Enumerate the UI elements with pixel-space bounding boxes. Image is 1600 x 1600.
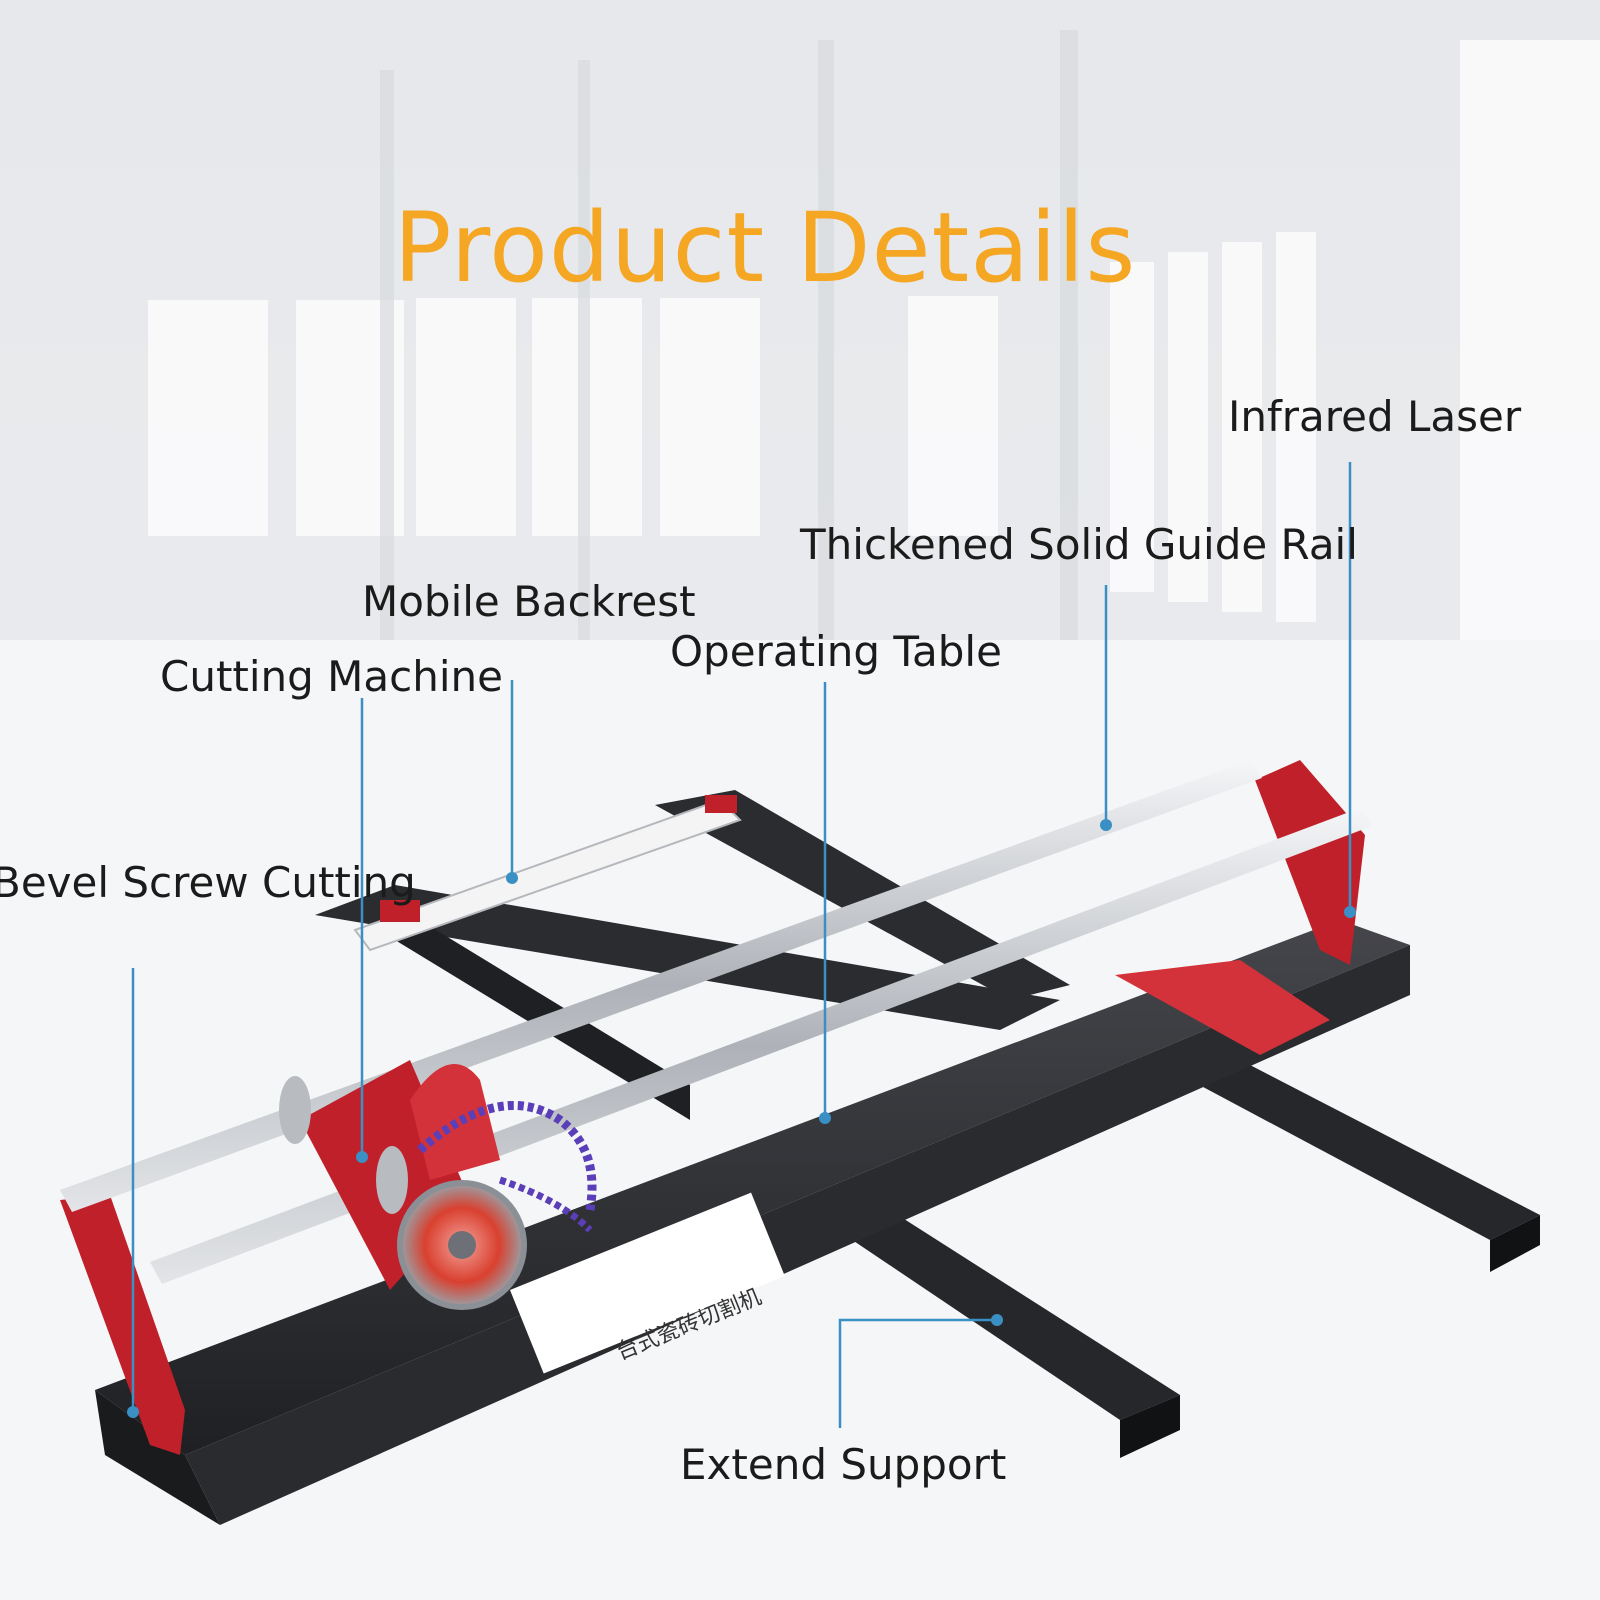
label-operating-table: Operating Table (670, 627, 1002, 676)
callout-dot-infrared-laser (1344, 906, 1356, 918)
callout-dot-operating-table (819, 1112, 831, 1124)
callout-dots (127, 819, 1356, 1418)
callout-dot-extend-support (991, 1314, 1003, 1326)
operating-table-body (95, 920, 1410, 1525)
callout-dot-mobile-backrest (506, 872, 518, 884)
callout-line-extend-support (838, 1318, 997, 1428)
label-extend-support: Extend Support (680, 1440, 1007, 1489)
callout-dot-cutting-machine (356, 1151, 368, 1163)
end-plates (60, 760, 1365, 1455)
callout-dot-bevel-screw (127, 1406, 139, 1418)
label-bevel-screw: Bevel Screw Cutting (0, 858, 416, 907)
label-mobile-backrest: Mobile Backrest (362, 577, 696, 626)
page-title: Product Details (393, 192, 1137, 305)
label-infrared-laser: Infrared Laser (1228, 392, 1522, 441)
cutting-machine (279, 1060, 597, 1310)
product-panel (509, 1192, 785, 1374)
callout-lines (131, 462, 1352, 1428)
label-cutting-machine: Cutting Machine (160, 652, 503, 701)
callout-dot-guide-rail (1100, 819, 1112, 831)
room-pillars (380, 30, 1078, 680)
extend-support-bars (830, 1065, 1540, 1458)
label-guide-rail: Thickened Solid Guide Rail (800, 520, 1358, 569)
